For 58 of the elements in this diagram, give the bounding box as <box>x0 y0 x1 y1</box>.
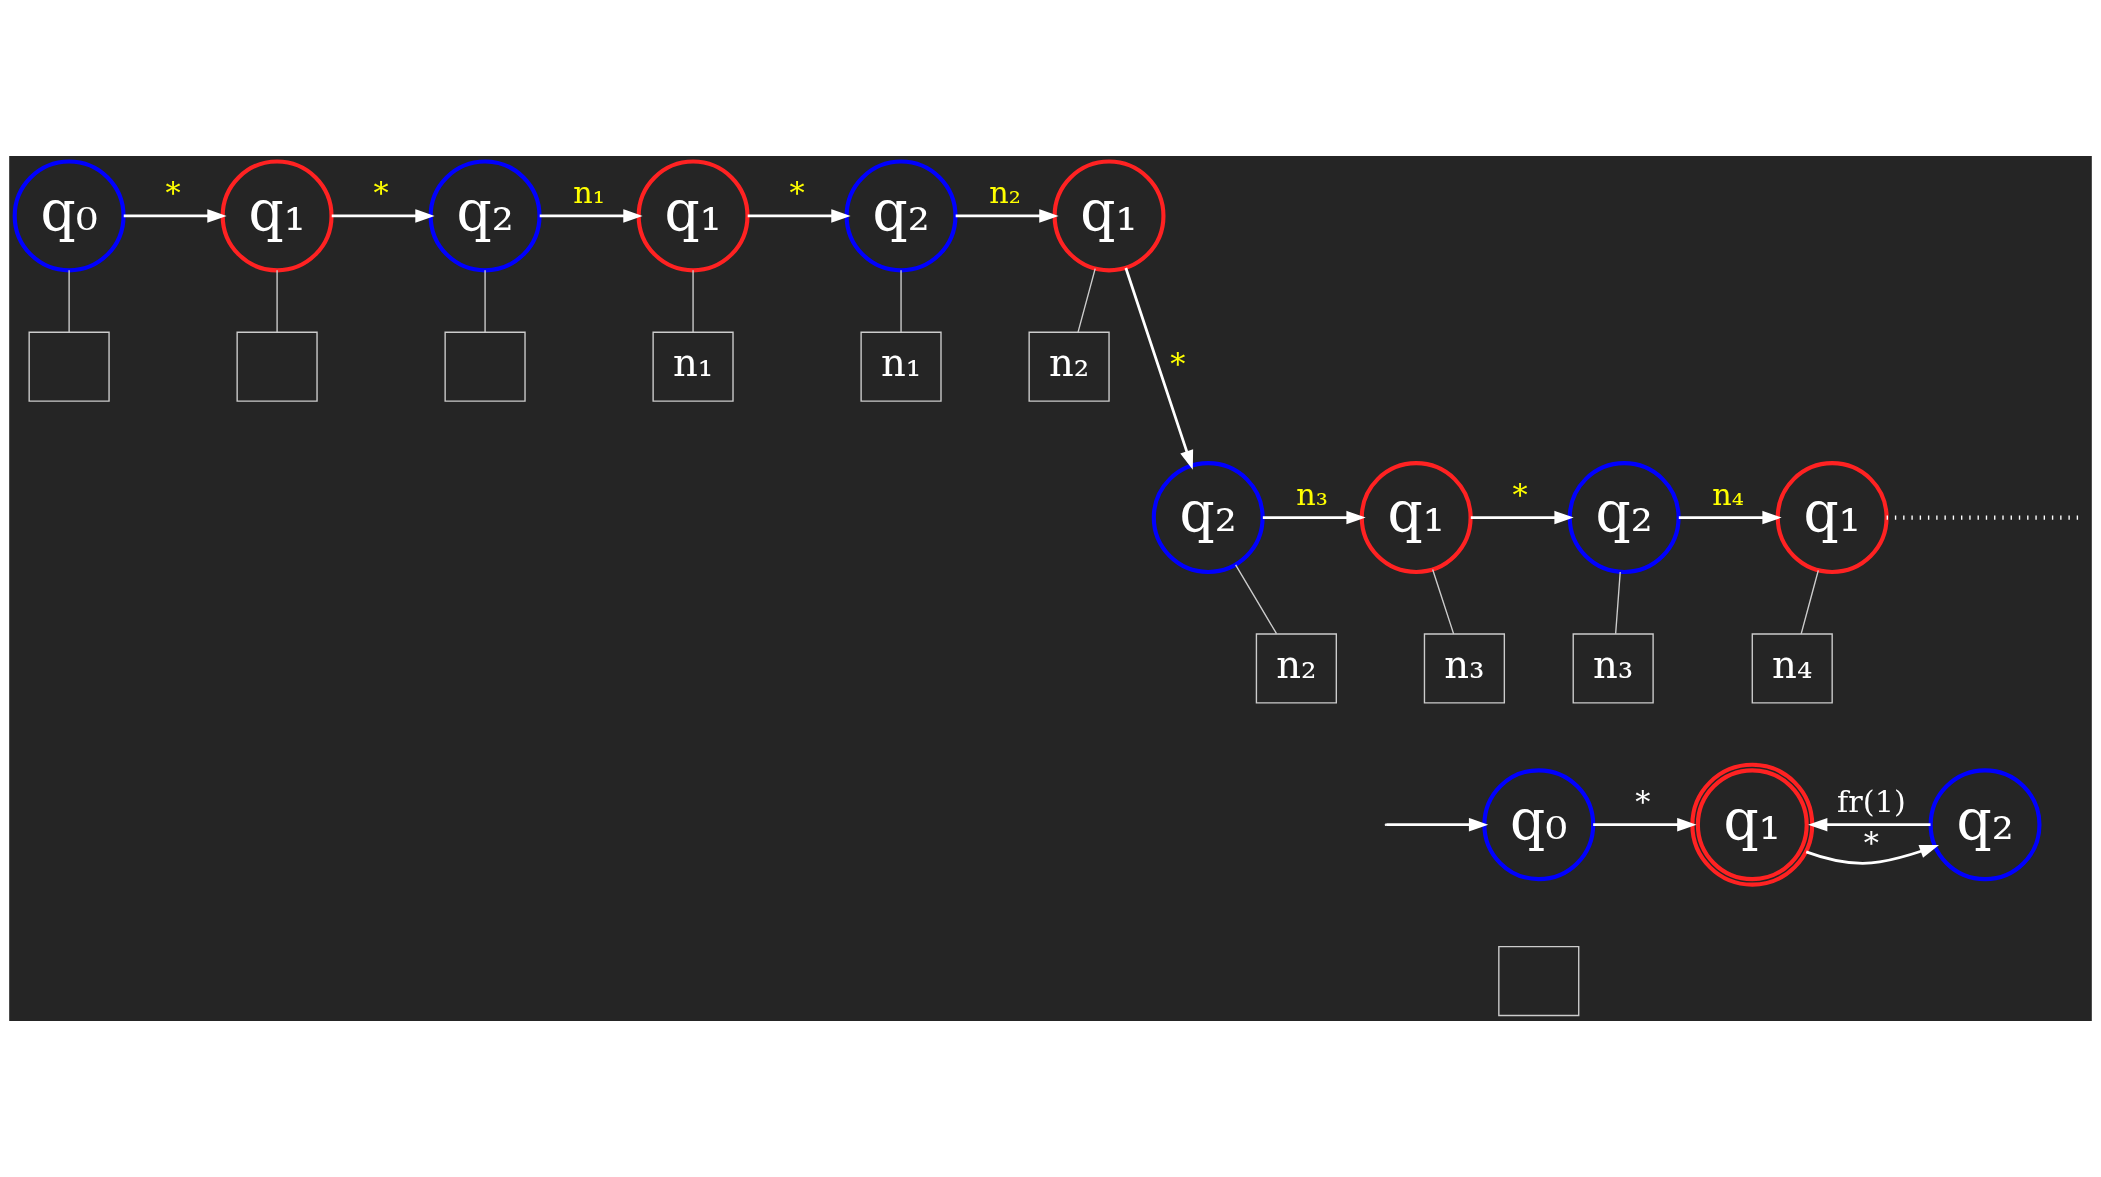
connector <box>276 269 278 333</box>
node-circle: q₂ <box>1928 768 2042 882</box>
node-circle: q₀ <box>1482 768 1596 882</box>
connector <box>900 269 902 333</box>
node-circle: q₁ <box>1052 159 1166 273</box>
arrow <box>1124 267 1194 470</box>
arrow <box>1470 510 1574 525</box>
node-box: n₂ <box>1028 331 1110 402</box>
connector <box>1077 268 1096 333</box>
node-box <box>1498 945 1580 1017</box>
edge-label: * <box>1635 783 1651 819</box>
arrow <box>1593 817 1697 832</box>
arrow <box>331 209 435 223</box>
node-box: n₃ <box>1423 633 1506 704</box>
node-circle: q₂ <box>1151 461 1265 575</box>
arrow <box>1805 844 1939 865</box>
arrow <box>955 209 1059 223</box>
connector <box>484 269 486 333</box>
connector <box>1800 569 1819 635</box>
edge-label: * <box>1863 825 1879 861</box>
node-circle: q₂ <box>1567 461 1681 575</box>
node-box <box>236 331 318 402</box>
edge-label: * <box>165 174 181 210</box>
node-circle: q₀ <box>12 159 126 273</box>
connector <box>1614 571 1621 635</box>
node-box: n₁ <box>860 331 942 402</box>
edge-label: fr(1) <box>1837 783 1906 819</box>
node-box: n₄ <box>1751 633 1833 704</box>
node-box: n₃ <box>1572 633 1654 704</box>
connector <box>68 269 70 333</box>
connector <box>692 269 694 333</box>
node-circle: q₁ <box>220 159 334 273</box>
edge-label: n₂ <box>989 174 1021 210</box>
node-circle: q₁ <box>1690 762 1815 887</box>
node-circle: q₂ <box>428 159 542 273</box>
connector <box>1431 568 1455 635</box>
edge-label: n₃ <box>1296 476 1329 512</box>
edge-label: * <box>789 174 805 210</box>
edge-label: * <box>1512 476 1528 512</box>
node-circle: q₁ <box>1775 461 1889 575</box>
node-box <box>28 331 110 402</box>
node-box: n₁ <box>652 331 734 402</box>
connector <box>1234 564 1278 635</box>
arrow <box>123 209 227 223</box>
edge-label: n₄ <box>1712 476 1745 512</box>
edge-label: * <box>1170 346 1186 382</box>
edge-label: n₁ <box>573 174 605 210</box>
arrow <box>747 209 851 223</box>
edge-label: * <box>373 174 389 210</box>
arrow <box>1808 817 1931 832</box>
node-circle: q₁ <box>1359 461 1473 575</box>
arrow <box>1262 510 1366 525</box>
node-box <box>444 331 526 402</box>
arrow <box>539 209 643 223</box>
node-box: n₂ <box>1255 633 1337 704</box>
arrow <box>1678 510 1782 525</box>
node-circle: q₂ <box>844 159 958 273</box>
node-circle: q₁ <box>636 159 750 273</box>
